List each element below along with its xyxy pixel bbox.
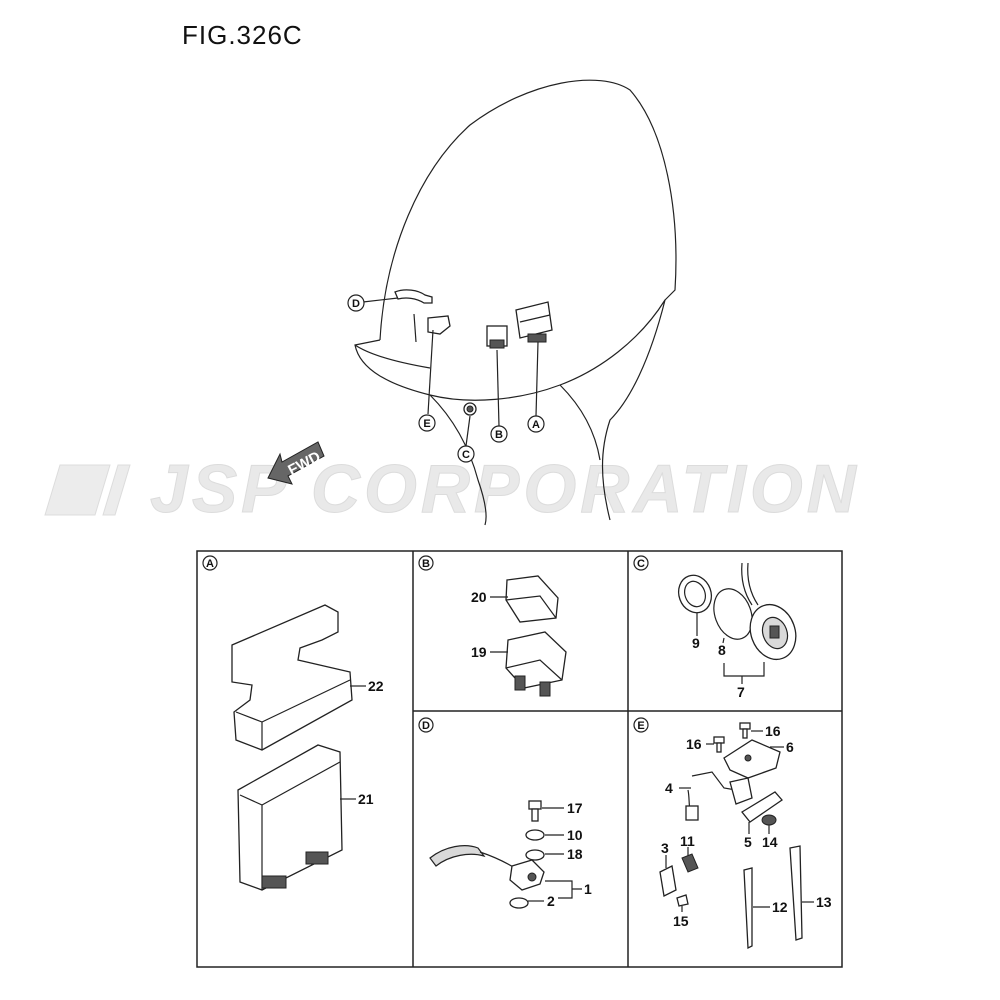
part-label-11: 11 [680,833,695,849]
part-5-clip [741,791,783,823]
svg-text:C: C [637,558,645,570]
panel-label-e: E [633,717,649,733]
svg-text:D: D [422,720,430,732]
part-2-ring [509,897,529,909]
part-label-19: 19 [471,644,487,660]
callout-c: C [457,445,475,463]
overview-component-e [413,313,451,343]
callout-e: E [418,414,436,432]
part-label-22: 22 [368,678,384,694]
part-4-harness [685,771,753,821]
part-7-grommet [741,562,797,661]
panel-label-c: C [633,555,649,571]
part-label-15: 15 [673,913,689,929]
part-21-ecu [237,744,343,891]
overview-component-d [394,289,433,304]
part-label-1: 1 [584,881,592,897]
part-11-connector [681,853,699,873]
part-1-sensor [429,845,545,891]
engine-cover-outline [354,79,677,526]
overview-component-c [463,402,477,416]
part-label-9: 9 [692,635,700,651]
part-label-10: 10 [567,827,583,843]
part-12-cable-tie [743,867,753,950]
part-13-cable-tie [789,845,803,941]
part-3-bracket [659,865,677,897]
part-10-washer [525,829,545,841]
svg-text:A: A [532,419,540,431]
part-17-bolt [528,800,542,822]
leader-8 [722,637,725,644]
part-18-washer [525,849,545,861]
detail-panels-frame [196,550,843,968]
part-label-18: 18 [567,846,583,862]
part-label-17: 17 [567,800,583,816]
watermark-text: JSP CORPORATION [150,451,860,527]
part-label-7: 7 [737,684,745,700]
svg-text:E: E [423,418,430,430]
svg-text:E: E [637,720,644,732]
part-label-21: 21 [358,791,374,807]
figure-title: FIG.326C [182,20,303,50]
panel-label-a: A [202,555,218,571]
part-16-screw-left [713,736,725,753]
part-label-20: 20 [471,589,487,605]
part-label-14: 14 [762,834,778,850]
part-8-ring [713,588,753,640]
part-label-4: 4 [665,780,673,796]
part-label-13: 13 [816,894,832,910]
svg-text:C: C [462,449,470,461]
part-22-cover [231,604,353,751]
part-label-12: 12 [772,899,788,915]
part-16-screw-right [739,722,751,739]
part-label-5: 5 [744,834,752,850]
part-20-cap [505,575,559,623]
part-label-6: 6 [786,739,794,755]
panel-label-d: D [418,717,434,733]
callout-d: D [347,294,365,312]
svg-text:B: B [422,558,430,570]
leader-1 [545,880,582,899]
overview-component-a [515,301,553,343]
overview-component-b [486,325,508,349]
panel-label-b: B [418,555,434,571]
part-label-8: 8 [718,642,726,658]
overview-leaders [362,297,539,447]
callout-b: B [490,425,508,443]
part-15-screw [676,894,689,907]
part-6-plate [723,739,781,779]
part-label-16a: 16 [686,736,702,752]
part-label-2: 2 [547,893,555,909]
svg-text:D: D [352,298,360,310]
svg-text:A: A [206,558,214,570]
part-9-bracket [677,574,713,614]
part-19-connector [505,631,567,697]
part-label-3: 3 [661,840,669,856]
leader-7 [723,662,765,684]
part-14-nut [761,814,777,826]
watermark: JSP CORPORATION [44,451,860,528]
svg-text:B: B [495,429,503,441]
callout-a: A [527,415,545,433]
part-label-16b: 16 [765,723,781,739]
